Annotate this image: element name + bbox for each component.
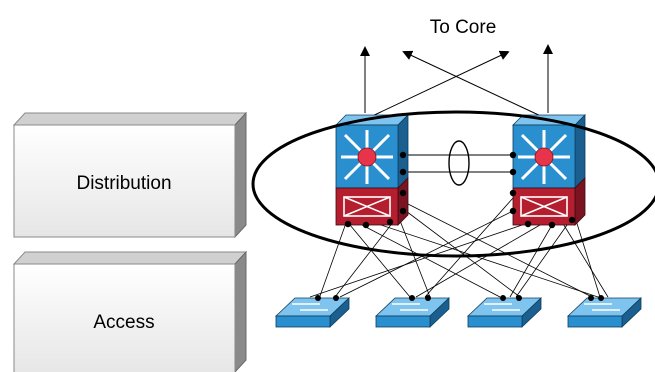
uplink-right-cross — [402, 50, 546, 119]
layer-panel-access: Access — [12, 250, 248, 372]
diagram-title: To Core — [430, 17, 497, 38]
access-switch-3 — [466, 295, 543, 328]
distribution-boundary-ellipse — [251, 110, 655, 258]
dist-switch-right — [509, 114, 586, 229]
access-links — [309, 197, 609, 298]
access-switch-1 — [274, 295, 351, 328]
dist-switch-left — [335, 114, 409, 229]
distribution-crosslink — [405, 140, 513, 186]
layer-panel-distribution: Distribution — [12, 111, 248, 239]
switch-fabric-icon — [520, 196, 568, 217]
layer-label-access: Access — [93, 312, 154, 333]
access-switch-4 — [566, 295, 643, 328]
switch-fabric-icon — [343, 196, 391, 217]
access-switches — [274, 295, 643, 328]
access-switch-2 — [374, 295, 451, 328]
uplink-left-cross — [367, 50, 510, 119]
layer-label-distribution: Distribution — [76, 173, 171, 194]
core-uplinks — [360, 44, 553, 119]
